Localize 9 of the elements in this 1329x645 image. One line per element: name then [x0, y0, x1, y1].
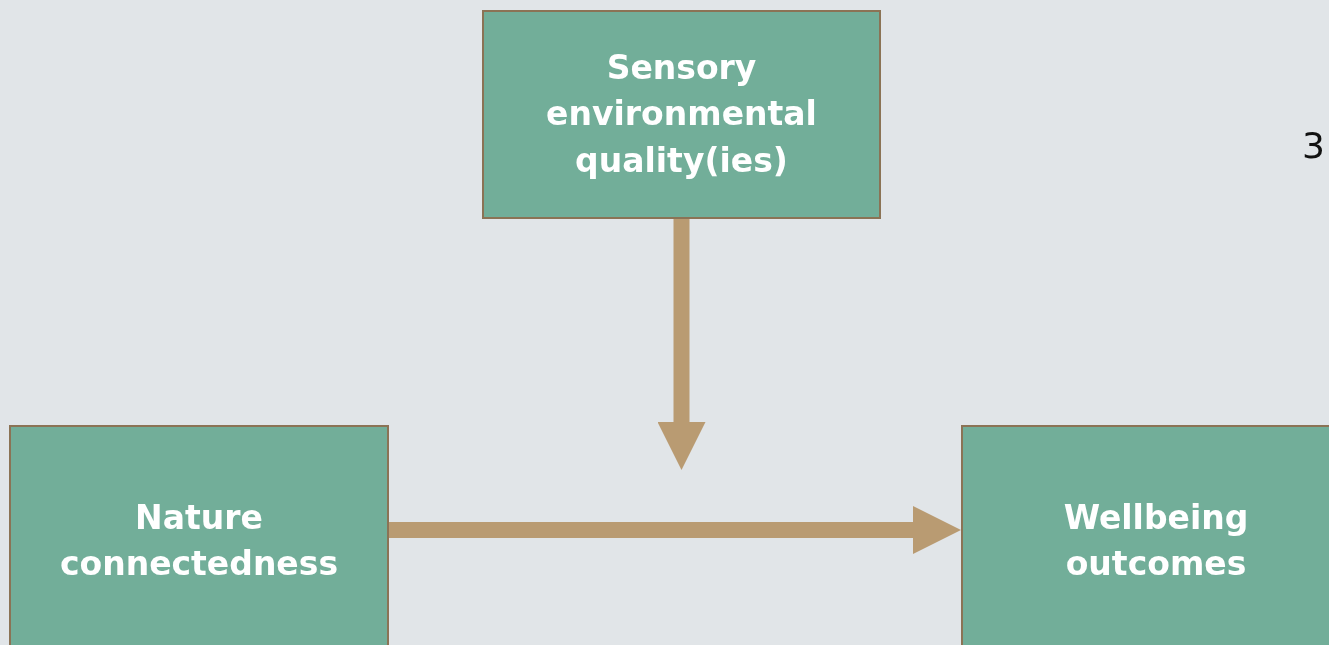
- number-label: 3: [1302, 125, 1325, 166]
- process-box: [482, 10, 881, 219]
- arrow: [389, 506, 961, 554]
- process-box: [961, 425, 1329, 645]
- box-label: Nature connectedness: [58, 496, 340, 585]
- box-label: Sensory environmental quality(ies): [545, 47, 818, 182]
- process-box: [9, 425, 389, 645]
- arrow: [657, 219, 706, 470]
- box-label: Wellbeing outcomes: [1062, 496, 1250, 585]
